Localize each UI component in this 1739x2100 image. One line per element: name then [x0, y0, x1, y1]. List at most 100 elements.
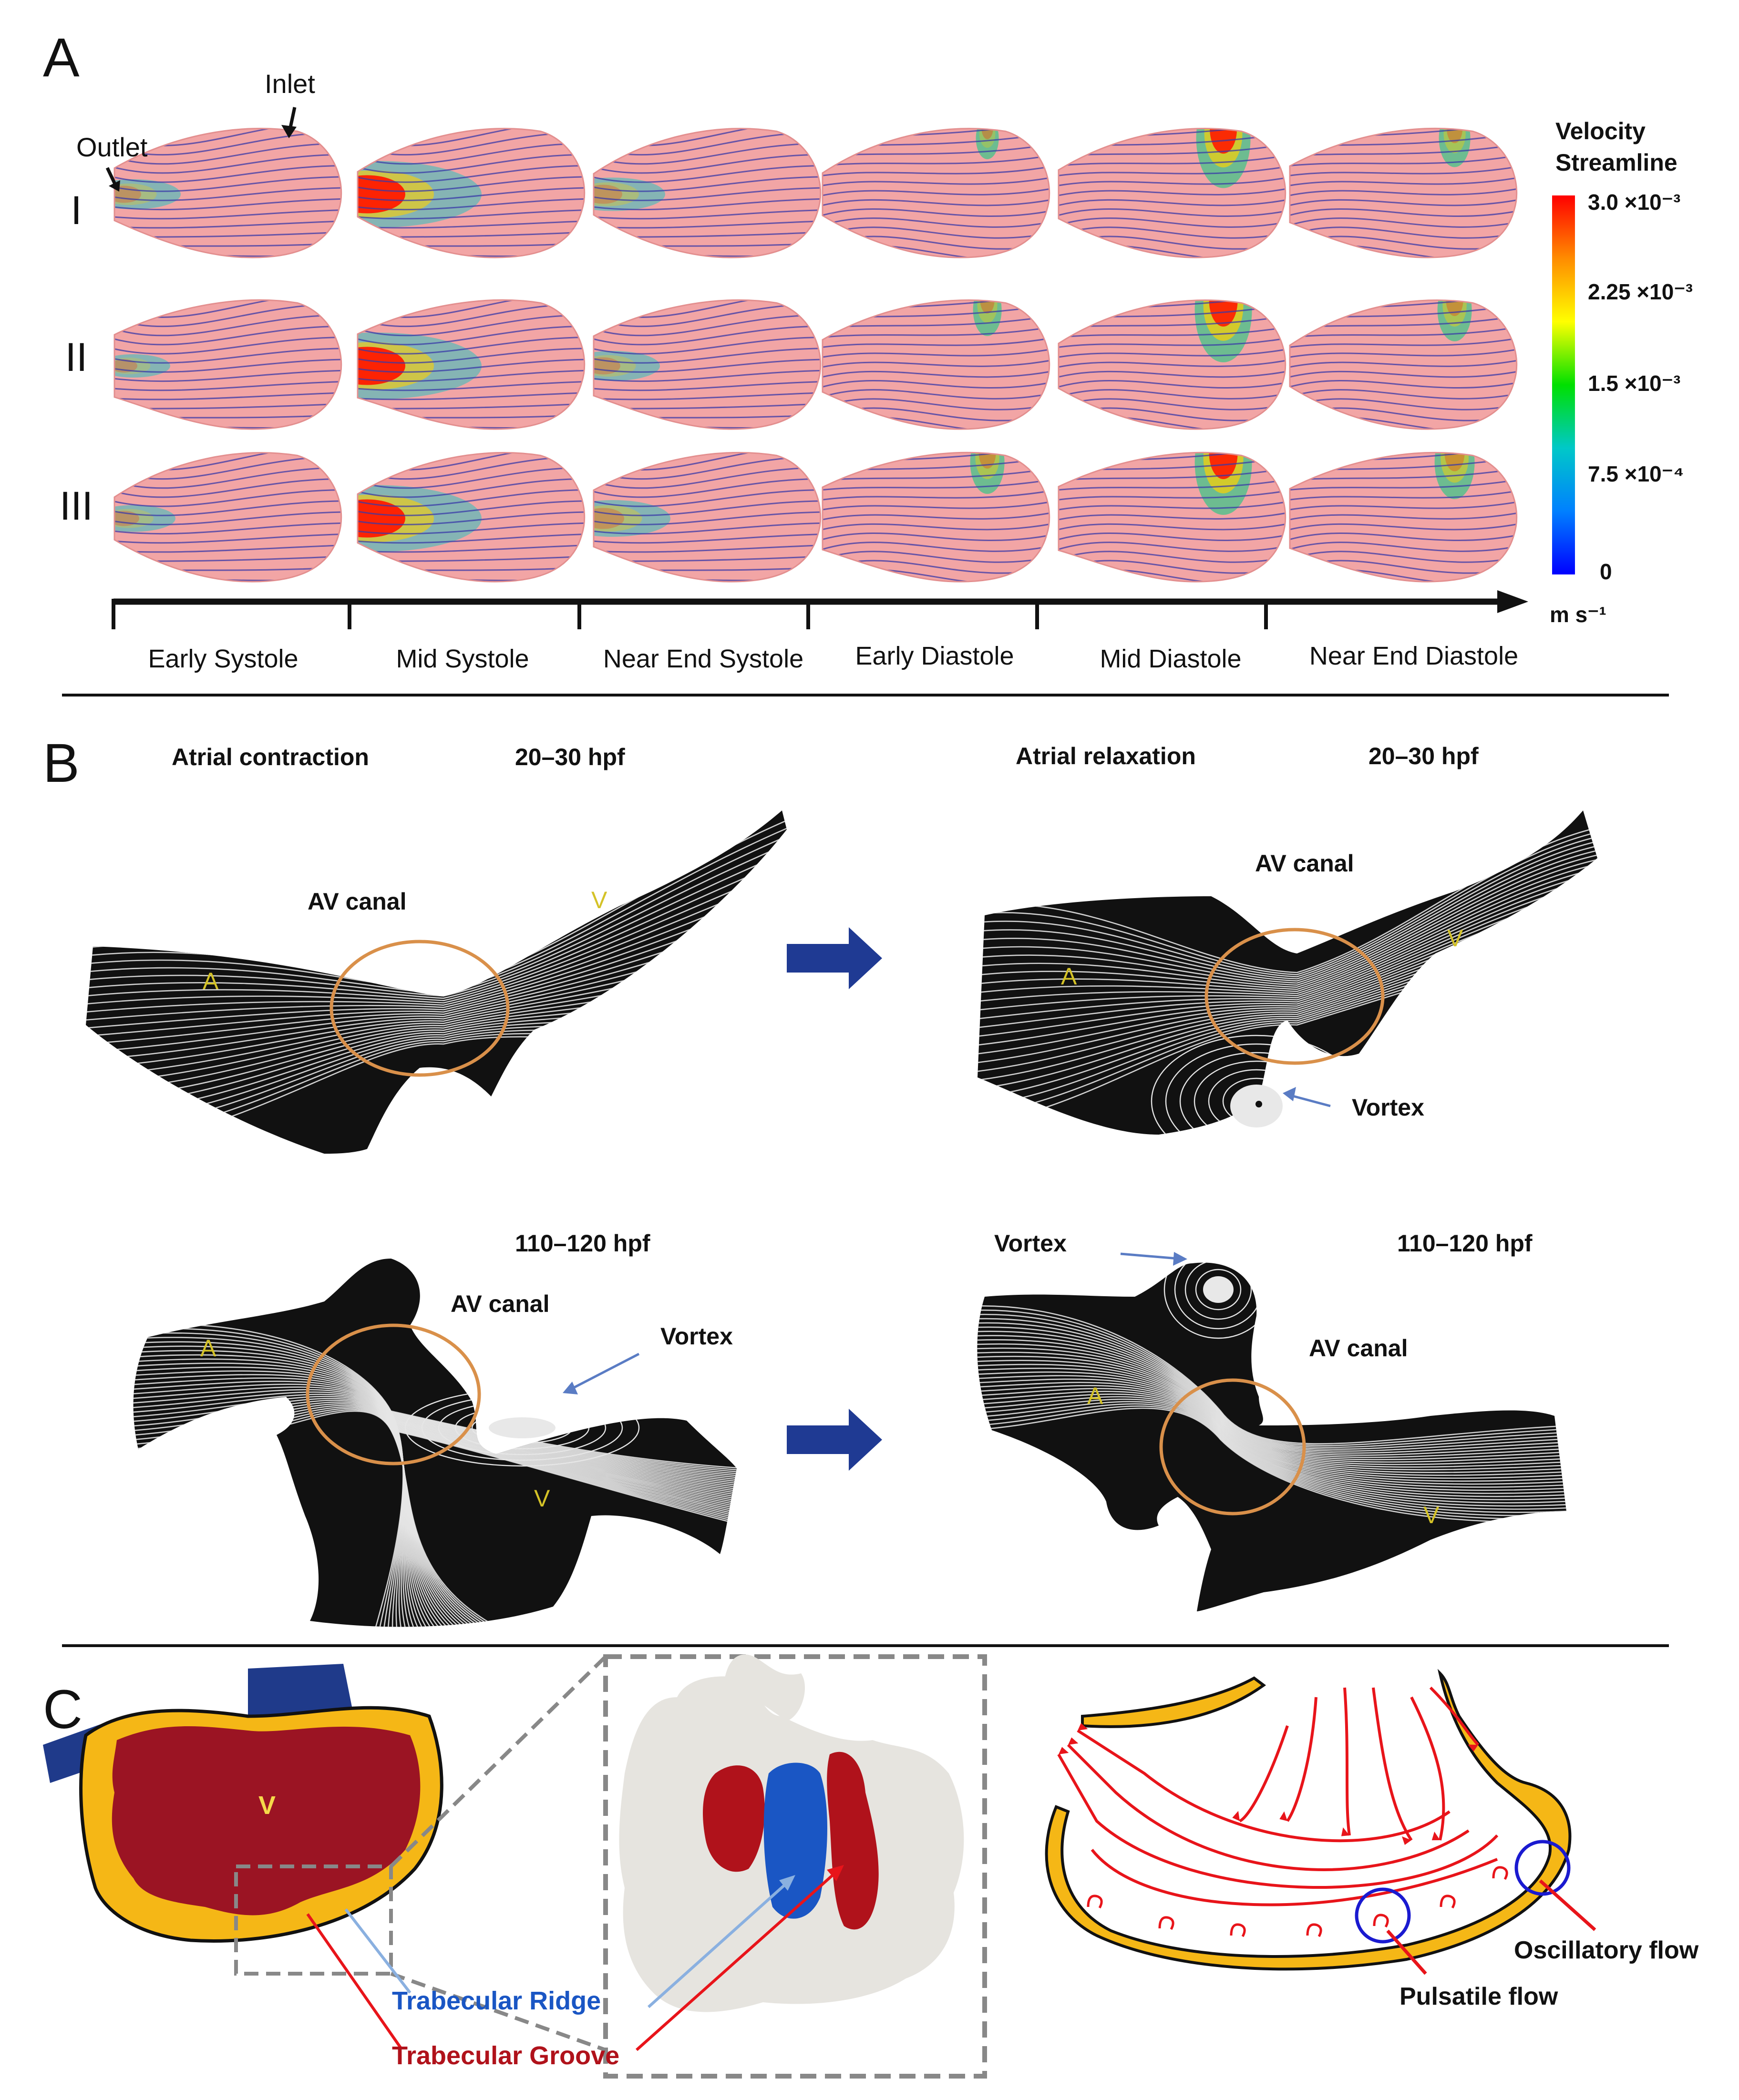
streamline: [823, 467, 1050, 481]
jet-mid: [1442, 300, 1467, 327]
streamline: [1290, 254, 1517, 258]
streamline: [1059, 369, 1286, 379]
outlet-label: Outlet: [76, 132, 148, 162]
trabecular-ridge-region: [763, 1762, 827, 1919]
heart-outline: [1289, 128, 1518, 258]
streamline: [114, 325, 341, 346]
streamline: [978, 870, 1597, 994]
streamline: [977, 1339, 1566, 1461]
zoom-connector-bottom: [390, 1972, 607, 2052]
colorbar: [1552, 195, 1575, 574]
streamline: [1059, 511, 1286, 522]
streamline: [358, 143, 585, 165]
jet-outer: [970, 452, 1005, 494]
streamline: [358, 380, 585, 391]
streamline: [1290, 128, 1517, 137]
ventricle-label: V: [258, 1791, 276, 1820]
jet-outer: [976, 128, 999, 159]
streamline: [1059, 389, 1286, 400]
streamline: [114, 165, 341, 183]
heart-surface: [114, 452, 341, 582]
colorbar-tick-5: 0: [1600, 559, 1612, 584]
streamline: [594, 478, 821, 498]
streamline: [977, 1318, 1566, 1450]
streamline: [823, 128, 1050, 137]
label-stage-early-left: 20–30 hpf: [515, 744, 625, 770]
heart-surface: [358, 300, 585, 430]
streamline: [978, 838, 1597, 980]
streamline: [823, 254, 1050, 258]
ridge-pointer-to-zoom: [647, 1882, 788, 2008]
streamline: [823, 542, 1050, 552]
streamline: [358, 314, 585, 337]
phase-label-4: Early Diastole: [855, 642, 1014, 670]
heart-model: [593, 452, 822, 583]
trabecular-groove-region: [827, 1752, 879, 1930]
streamline: [823, 511, 1050, 522]
streamline: [823, 452, 1050, 461]
streamline: [1290, 325, 1517, 338]
heart-outline: [1058, 128, 1286, 258]
jet-outer: [1439, 128, 1471, 167]
streamline: [114, 198, 341, 211]
streamline: [114, 348, 341, 364]
streamline: [1290, 217, 1517, 228]
streamline: [1059, 226, 1286, 239]
streamline: [1290, 300, 1517, 308]
streamline: [1290, 522, 1517, 532]
streamline: [594, 522, 821, 535]
timeline-arrowhead: [1497, 590, 1528, 613]
streamline: [114, 143, 341, 165]
streamline: [978, 856, 1597, 988]
av-canal-circle: [1204, 928, 1385, 1065]
streamline: [978, 860, 1597, 990]
streamline: [977, 1331, 1566, 1456]
velocity-field: [114, 128, 341, 258]
zoom-region-box: [234, 1864, 393, 1976]
streamline: [1290, 187, 1517, 197]
heart-surface: [358, 128, 585, 258]
vortex-arrowhead: [563, 1382, 578, 1394]
atrium-label: A: [203, 968, 219, 994]
flow-arrows: [1057, 1686, 1508, 1937]
streamline: [358, 369, 585, 382]
panel-a: A Inlet Outlet I II III Velocity Streaml…: [43, 27, 1693, 673]
flow-arrow: [1057, 1753, 1499, 1889]
streamline: [1290, 379, 1517, 389]
zoom-connector-top: [390, 1655, 607, 1868]
streamline: [594, 220, 821, 229]
streamline: [358, 165, 585, 183]
panel-b: B Atrial contraction 20–30 hpf Atrial re…: [43, 733, 1597, 1627]
atrium-label: A: [1061, 963, 1077, 990]
tissue-process: [725, 1654, 805, 1721]
streamline: [114, 478, 341, 498]
streamline: [1290, 154, 1517, 167]
streamline: [114, 369, 341, 382]
phase-label-3: Near End Systole: [603, 645, 803, 673]
eddy-arrow: [1158, 1916, 1174, 1930]
outlet-arrow: [105, 167, 117, 186]
av-canal-circle: [306, 1323, 481, 1465]
panel-a-letter: A: [43, 27, 80, 88]
label-stage-late-right: 110–120 hpf: [1397, 1230, 1533, 1257]
jet-outer: [594, 500, 670, 537]
streamline: [977, 1360, 1566, 1473]
panel-c: C V Trabecular Ridge Trabecular G: [43, 1654, 1699, 2079]
streamline: [823, 369, 1050, 379]
heart-outline: [113, 128, 342, 258]
streamline: [1290, 337, 1517, 349]
flow-arrow: [1286, 1697, 1317, 1822]
streamline: [823, 500, 1050, 512]
streamline: [1290, 578, 1517, 582]
streamline: [1059, 187, 1286, 197]
heart-surface: [114, 128, 341, 258]
colorbar-unit: m s⁻¹: [1550, 602, 1606, 627]
streamline: [358, 467, 585, 489]
streamline: [1059, 198, 1286, 207]
streamline: [358, 348, 585, 364]
streamline: [358, 478, 585, 498]
groove-left: [703, 1765, 765, 1872]
streamline: [1290, 489, 1517, 502]
streamline: [1290, 359, 1517, 369]
transition-arrow-bottom: [787, 1409, 882, 1471]
